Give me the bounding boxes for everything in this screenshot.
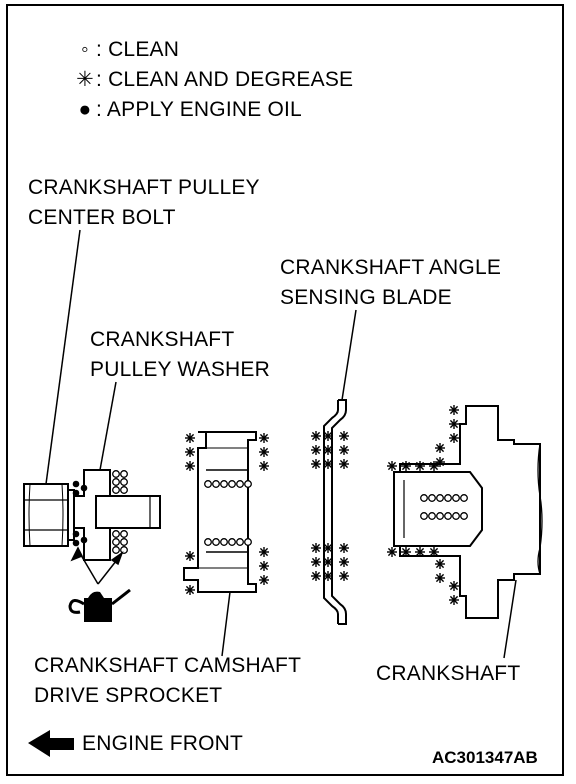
filled-dot-icon: ● xyxy=(78,98,92,121)
label-crankshaft: CRANKSHAFT xyxy=(376,662,521,685)
label-sprocket-2: DRIVE SPROCKET xyxy=(34,684,223,707)
asterisk-icon: ✳ xyxy=(76,68,94,91)
legend-clean-text: : CLEAN xyxy=(96,38,180,61)
legend-clean: ◦ : CLEAN xyxy=(74,36,179,64)
label-center-bolt-2: CENTER BOLT xyxy=(28,206,176,229)
leader-blade xyxy=(341,309,357,401)
label-sensing-blade-1: CRANKSHAFT ANGLE xyxy=(280,256,502,279)
label-washer-2: PULLEY WASHER xyxy=(90,358,270,381)
pulley-washer xyxy=(73,469,111,561)
figure-frame xyxy=(6,4,564,776)
degrease-markers-blade xyxy=(310,430,350,582)
leader-sprocket xyxy=(221,591,231,657)
label-sprocket-1: CRANKSHAFT CAMSHAFT xyxy=(34,654,302,677)
label-center-bolt-1: CRANKSHAFT PULLEY xyxy=(28,176,260,199)
drive-sprocket xyxy=(183,431,257,593)
legend-degrease-text: : CLEAN AND DEGREASE xyxy=(96,68,354,91)
legend-degrease: ✳: CLEAN AND DEGREASE xyxy=(74,66,353,94)
arrow-left-icon xyxy=(28,730,74,757)
crankshaft xyxy=(393,405,541,619)
label-washer-1: CRANKSHAFT xyxy=(90,328,235,351)
leader-center-bolt xyxy=(45,229,81,485)
open-circle-icon: ◦ xyxy=(81,38,89,61)
legend-oil: ●: APPLY ENGINE OIL xyxy=(74,96,302,124)
label-engine-front: ENGINE FRONT xyxy=(82,732,244,755)
leader-crankshaft xyxy=(503,579,517,659)
oil-can-icon xyxy=(68,588,131,622)
leader-washer xyxy=(99,381,117,471)
sensing-blade xyxy=(323,399,347,625)
figure-code: AC301347AB xyxy=(432,748,538,767)
oil-pointer-arrows xyxy=(70,546,124,585)
legend-oil-text: : APPLY ENGINE OIL xyxy=(96,98,302,121)
label-sensing-blade-2: SENSING BLADE xyxy=(280,286,452,309)
shaft-break-line xyxy=(537,443,543,575)
